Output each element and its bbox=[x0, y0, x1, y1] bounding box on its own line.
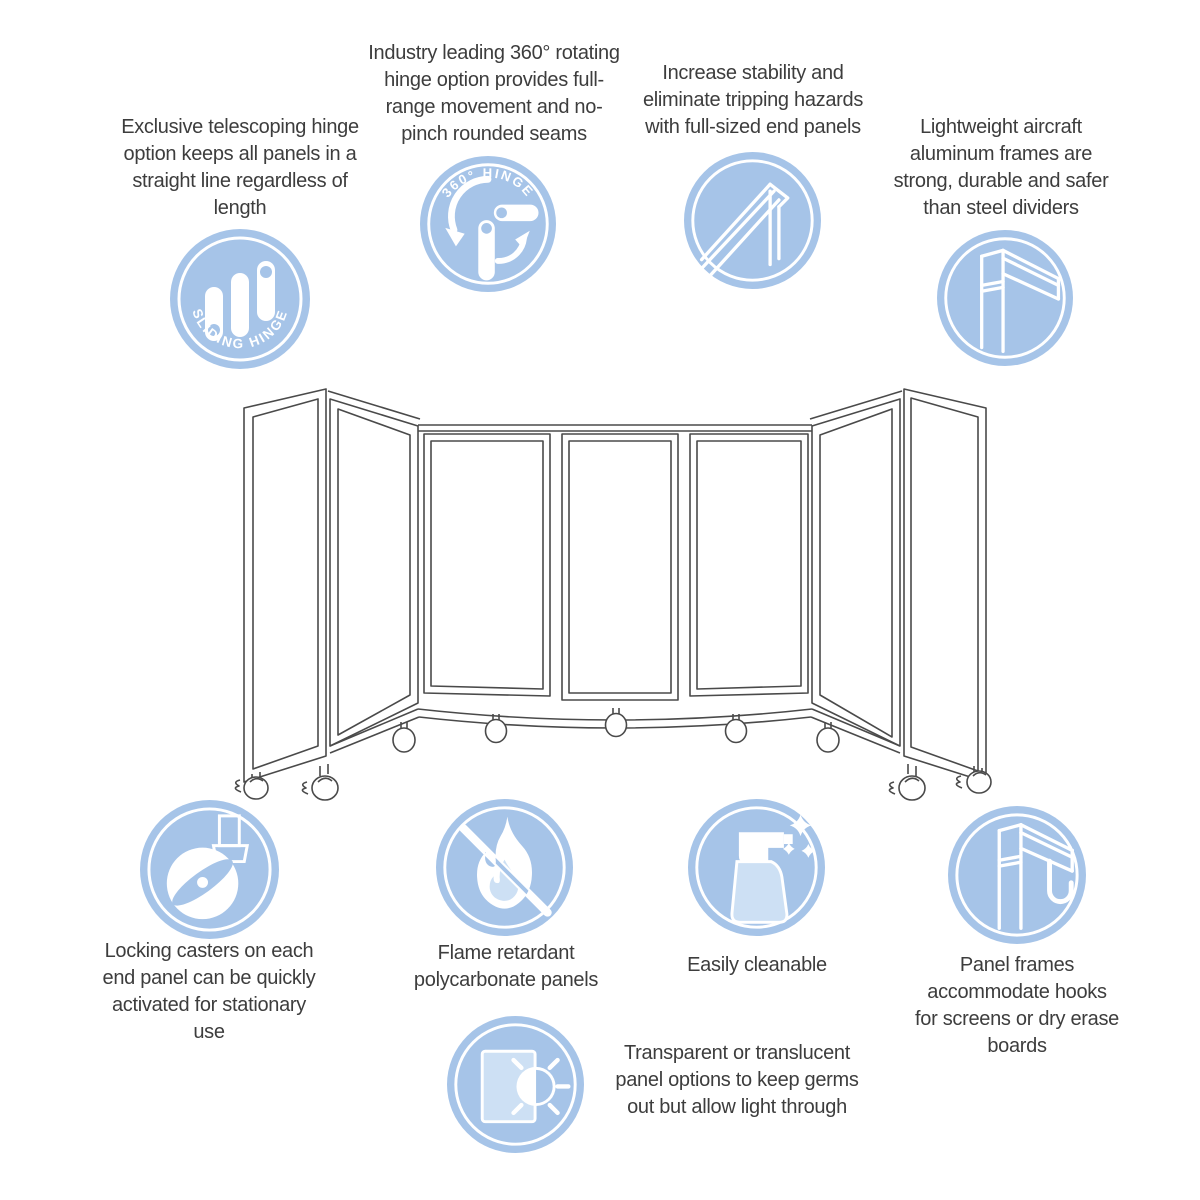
caption-sliding-hinge: Exclusive telescoping hinge option keeps… bbox=[121, 116, 359, 219]
caption-aluminum-frame: Lightweight aircraft aluminum frames are… bbox=[893, 116, 1109, 219]
spray-bottle-icon bbox=[688, 799, 825, 936]
frame-hook-icon bbox=[948, 806, 1086, 944]
caption-locking-casters: Locking casters on each end panel can be… bbox=[102, 940, 316, 1043]
caption-translucent-panels: Transparent or translucent panel options… bbox=[615, 1042, 859, 1118]
caption-hooks: Panel frames accommodate hooks for scree… bbox=[915, 954, 1119, 1057]
caption-flame-retardant: Flame retardant polycarbonate panels bbox=[413, 942, 599, 991]
room-divider-illustration bbox=[228, 378, 1000, 812]
caption-easily-cleanable: Easily cleanable bbox=[687, 954, 827, 976]
aluminum-frame-icon bbox=[937, 230, 1073, 366]
360-hinge-badge-icon: 360° HINGE bbox=[420, 156, 556, 292]
locking-caster-icon bbox=[140, 800, 279, 939]
sliding-hinge-badge-icon: SLIDING HINGE bbox=[170, 229, 310, 369]
caption-rotating-hinge: Industry leading 360° rotating hinge opt… bbox=[368, 42, 620, 145]
caption-end-panels: Increase stability and eliminate trippin… bbox=[642, 62, 864, 138]
light-through-panel-icon bbox=[447, 1016, 584, 1153]
no-flame-icon bbox=[436, 799, 573, 936]
end-panel-icon bbox=[684, 152, 821, 289]
